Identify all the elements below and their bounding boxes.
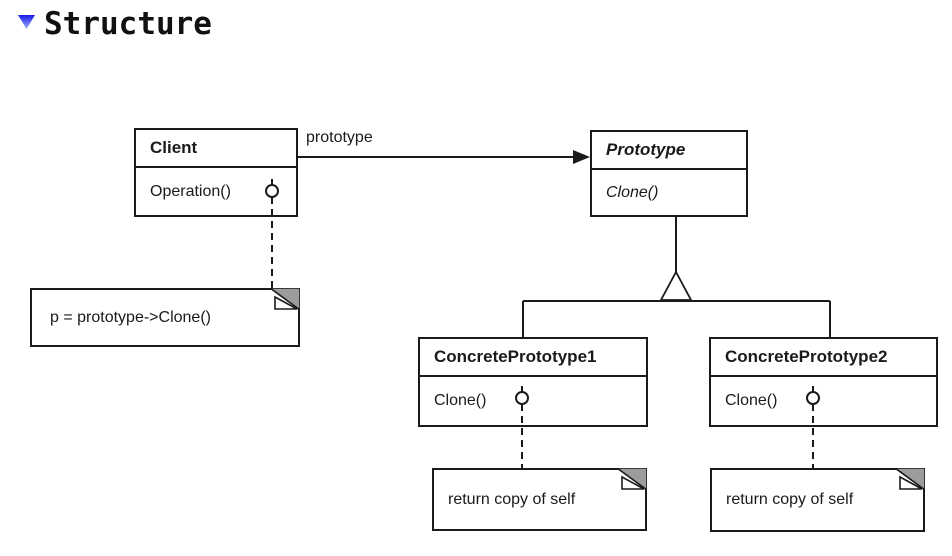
note-box-client-pseudocode: p = prototype->Clone() [30,288,300,347]
class-operation-concrete-prototype2: Clone() [725,392,778,409]
note-fold-icon [617,468,647,490]
association-arrow [298,150,590,164]
class-name-concrete-prototype2: ConcretePrototype2 [711,339,936,377]
class-operation-concrete-prototype1: Clone() [434,392,487,409]
section-title: Structure [44,6,212,42]
note-fold-icon [270,288,300,310]
class-name-concrete-prototype1: ConcretePrototype1 [420,339,646,377]
inheritance-connector [522,217,831,337]
note-text: return copy of self [726,491,854,508]
class-operation-client: Operation() [150,182,231,200]
note-box-concrete1-pseudocode: return copy of self [432,468,647,531]
class-name-prototype: Prototype [592,132,746,170]
note-text: p = prototype->Clone() [50,308,211,326]
association-label-prototype: prototype [306,129,373,146]
class-operation-prototype: Clone() [606,183,659,201]
collapse-triangle-icon[interactable] [18,15,35,30]
section-header: Structure [18,8,212,40]
note-box-concrete2-pseudocode: return copy of self [710,468,925,532]
class-name-client: Client [136,130,296,168]
note-text: return copy of self [448,490,576,508]
class-box-concrete-prototype2: ConcretePrototype2 Clone() [709,337,938,427]
inheritance-triangle-icon [659,270,693,301]
class-box-concrete-prototype1: ConcretePrototype1 Clone() [418,337,648,427]
note-fold-icon [895,468,925,490]
class-box-prototype: Prototype Clone() [590,130,748,217]
class-box-client: Client Operation() [134,128,298,217]
